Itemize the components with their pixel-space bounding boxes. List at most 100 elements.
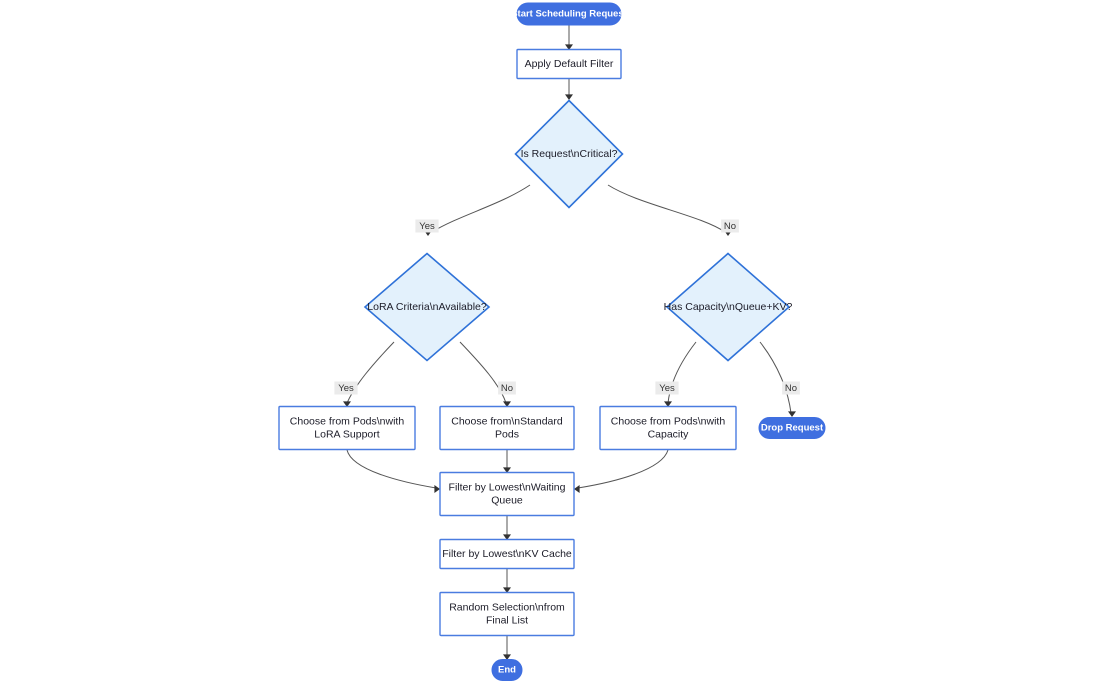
node-label: Final List [486, 614, 528, 626]
edge-label-text: Yes [419, 221, 435, 232]
node-label: Apply Default Filter [525, 58, 614, 70]
node-shape-rect[interactable] [278, 405, 416, 451]
node-shape-rect[interactable] [439, 405, 575, 451]
node-label: Capacity [648, 428, 690, 440]
node-label: Choose from\nStandard [451, 415, 563, 427]
edge-line [431, 184, 531, 233]
edge-random_selection-to-end [503, 636, 511, 660]
node-shape-rect[interactable] [439, 591, 575, 637]
edge-choose_pods_lora-to-filter_waiting_queue [346, 449, 440, 493]
edge-arrowhead [343, 401, 351, 407]
edge-arrowhead [664, 401, 672, 407]
edge-label-background [415, 219, 439, 233]
node-label: Choose from Pods\nwith [611, 415, 726, 427]
node-shape-pill[interactable] [758, 417, 826, 439]
node-label: Start Scheduling Request [511, 9, 627, 20]
edge-label-background [721, 219, 739, 233]
edge-apply_default_filter-to-is_request_critical [565, 79, 573, 100]
node-label: Choose from Pods\nwith [290, 415, 405, 427]
node-lora_criteria_available[interactable]: LoRA Criteria\nAvailable? [363, 252, 491, 362]
edge-label-background [655, 381, 679, 395]
edge-label-text: Yes [659, 383, 675, 394]
edge-line [759, 341, 792, 414]
node-is_request_critical[interactable]: Is Request\nCritical? [514, 99, 624, 209]
node-label: Is Request\nCritical? [521, 148, 618, 160]
node-shape-pill[interactable] [491, 659, 523, 681]
node-shape-rect[interactable] [439, 471, 575, 517]
edge-line [607, 184, 726, 233]
node-filter_kv_cache[interactable]: Filter by Lowest\nKV Cache [439, 538, 575, 570]
node-has_capacity_queue_kv[interactable]: Has Capacity\nQueue+KV? [664, 252, 793, 362]
edge-arrowhead [503, 654, 511, 660]
edge-label-e-capacity-yes: Yes [655, 381, 679, 395]
edge-line [346, 449, 437, 489]
edge-line [459, 341, 507, 404]
edge-label-e-lora-no: No [498, 381, 516, 395]
edge-has_capacity_queue_kv-to-choose_pods_capacity [664, 341, 697, 407]
edge-arrowhead [503, 587, 511, 593]
edge-filter_kv_cache-to-random_selection [503, 569, 511, 593]
node-label: LoRA Criteria\nAvailable? [367, 301, 487, 313]
node-shape-diamond[interactable] [514, 99, 624, 209]
edge-choose_standard_pods-to-filter_waiting_queue [503, 450, 511, 473]
edge-arrowhead [788, 411, 796, 417]
edge-arrowhead [503, 534, 511, 540]
edge-has_capacity_queue_kv-to-drop_request [759, 341, 796, 417]
edge-line [577, 449, 669, 489]
edge-is_request_critical-to-lora_criteria_available [424, 184, 531, 236]
node-label: Filter by Lowest\nKV Cache [442, 548, 572, 560]
edge-line [346, 341, 395, 404]
node-shape-pill[interactable] [516, 2, 622, 26]
edge-arrowhead [574, 485, 580, 493]
node-shape-rect[interactable] [599, 405, 737, 451]
node-label: LoRA Support [314, 428, 379, 440]
edge-label-text: No [724, 221, 736, 232]
edge-lora_criteria_available-to-choose_pods_lora [343, 341, 395, 407]
node-shape-rect[interactable] [439, 538, 575, 570]
node-apply_default_filter[interactable]: Apply Default Filter [516, 48, 622, 80]
edge-label-e-critical-yes: Yes [415, 219, 439, 233]
edges-layer [343, 25, 796, 660]
node-shape-rect[interactable] [516, 48, 622, 80]
edge-label-background [334, 381, 358, 395]
node-drop_request[interactable]: Drop Request [758, 417, 826, 439]
edge-start-to-apply_default_filter [565, 25, 573, 50]
node-label: Drop Request [761, 423, 824, 434]
edge-label-e-critical-no: No [721, 219, 739, 233]
edge-label-background [782, 381, 800, 395]
edge-lora_criteria_available-to-choose_standard_pods [459, 341, 511, 407]
edge-label-text: No [501, 383, 513, 394]
node-label: End [498, 665, 516, 676]
node-shape-diamond[interactable] [665, 252, 791, 362]
edge-label-text: No [785, 383, 797, 394]
edge-arrowhead [434, 485, 440, 493]
node-label: Random Selection\nfrom [449, 601, 565, 613]
edge-label-e-lora-yes: Yes [334, 381, 358, 395]
edge-label-text: Yes [338, 383, 354, 394]
node-label: Filter by Lowest\nWaiting [449, 481, 566, 493]
edge-line [667, 341, 697, 404]
node-label: Queue [491, 494, 523, 506]
edge-arrowhead [503, 467, 511, 473]
node-label: Has Capacity\nQueue+KV? [664, 301, 793, 313]
edge-label-e-capacity-no: No [782, 381, 800, 395]
edge-arrowhead [503, 401, 511, 407]
edge-label-background [498, 381, 516, 395]
edge-arrowhead [565, 94, 573, 100]
node-end[interactable]: End [491, 659, 523, 681]
edge-is_request_critical-to-has_capacity_queue_kv [607, 184, 732, 236]
node-label: Pods [495, 428, 519, 440]
edge-choose_pods_capacity-to-filter_waiting_queue [574, 449, 669, 493]
edge-arrowhead [565, 44, 573, 50]
node-start[interactable]: Start Scheduling Request [511, 2, 628, 26]
node-shape-diamond[interactable] [363, 252, 491, 362]
